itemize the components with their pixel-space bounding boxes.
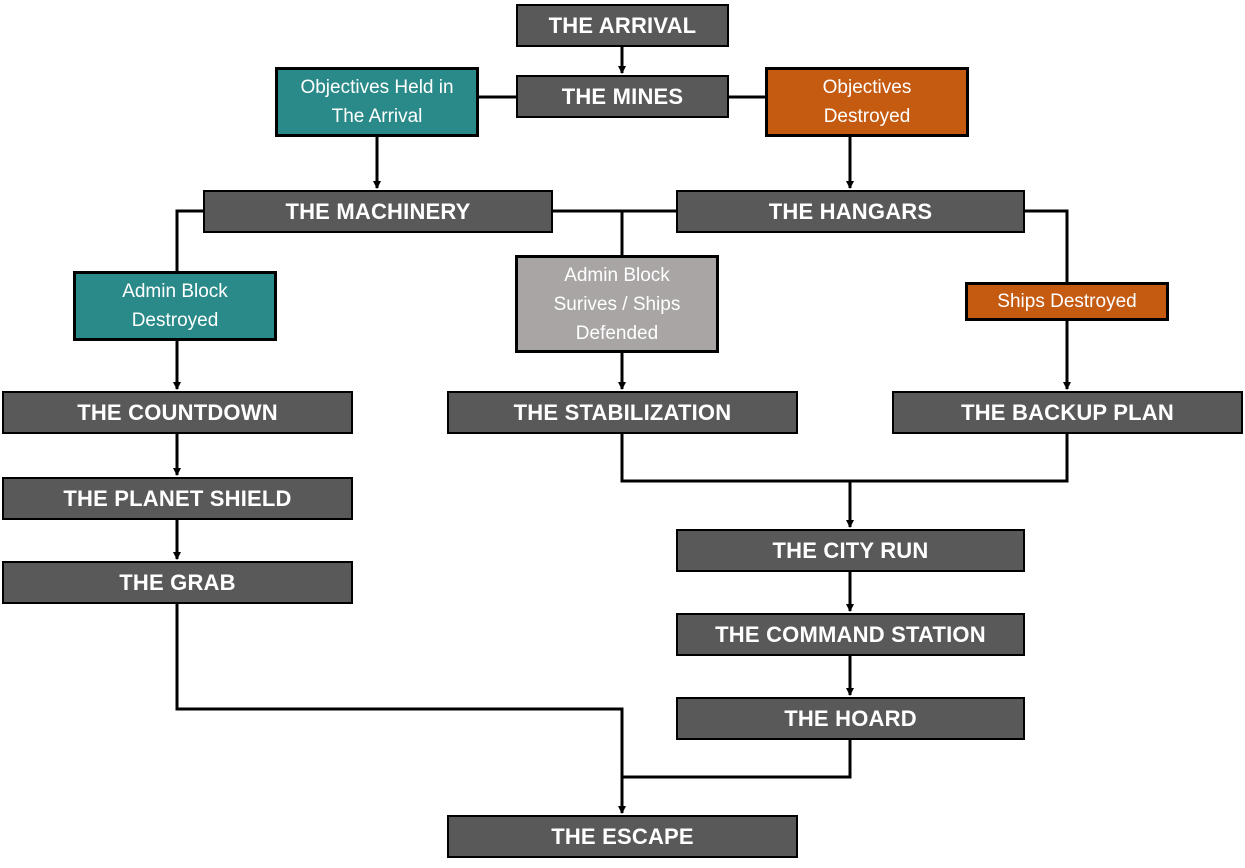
line-machinery-to-admin-block-destroyed — [175, 209, 203, 271]
mission-the-grab: THE GRAB — [2, 561, 353, 604]
mission-the-stabilization: THE STABILIZATION — [447, 391, 798, 434]
outcome-line: Ships Destroyed — [997, 291, 1137, 312]
mission-the-city-run: THE CITY RUN — [676, 529, 1025, 572]
mission-the-escape: THE ESCAPE — [447, 815, 798, 858]
outcome-line: Admin Block — [564, 264, 670, 286]
outcome-objectives-destroyed: Objectives Destroyed — [765, 67, 969, 137]
outcome-line: Surives / Ships — [553, 293, 681, 315]
line-stabilization-to-join — [620, 433, 1069, 483]
line-hoard-to-escape — [622, 739, 852, 779]
outcome-line: Objectives — [822, 77, 912, 98]
mission-the-arrival: THE ARRIVAL — [516, 4, 729, 47]
mission-the-planet-shield: THE PLANET SHIELD — [2, 477, 353, 520]
outcome-line: Objectives Held in — [300, 77, 454, 98]
outcome-admin-block-destroyed: Admin Block Destroyed — [73, 271, 277, 341]
mission-the-hoard: THE HOARD — [676, 697, 1025, 740]
outcome-ships-destroyed: Ships Destroyed — [965, 282, 1169, 321]
outcome-line: Defended — [575, 322, 659, 344]
mission-the-command-station: THE COMMAND STATION — [676, 613, 1025, 656]
outcome-line: Destroyed — [823, 106, 911, 127]
outcome-line: Destroyed — [131, 310, 219, 331]
outcome-line: The Arrival — [331, 106, 423, 127]
line-grab-to-escape — [175, 603, 626, 814]
outcome-admin-block-survives: Admin Block Surives / Ships Defended — [515, 255, 719, 353]
mission-the-mines: THE MINES — [516, 75, 729, 118]
outcome-objectives-held: Objectives Held in The Arrival — [275, 67, 479, 137]
mission-the-hangars: THE HANGARS — [676, 190, 1025, 233]
outcome-line: Admin Block — [122, 281, 228, 302]
mission-the-machinery: THE MACHINERY — [203, 190, 553, 233]
mission-the-backup-plan: THE BACKUP PLAN — [892, 391, 1243, 434]
mission-the-countdown: THE COUNTDOWN — [2, 391, 353, 434]
line-hangars-to-ships-destroyed — [1025, 209, 1069, 282]
